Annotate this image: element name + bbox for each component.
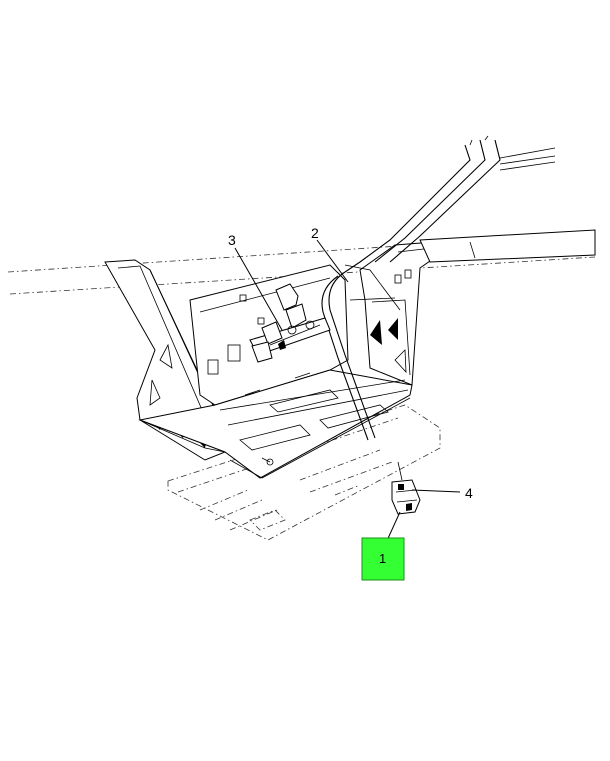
leader-4 [411,489,461,493]
connector [391,461,421,515]
callout-2[interactable]: 2 [311,225,319,241]
floor-plate [167,404,441,541]
terminal-assembly [249,283,331,363]
battery-cable [321,135,596,441]
callout-3[interactable]: 3 [228,232,236,248]
callout-1-highlight[interactable]: 1 [361,537,405,581]
callout-4[interactable]: 4 [465,485,473,501]
highlight-box[interactable] [361,537,405,581]
battery-tray [104,239,462,479]
callout-1[interactable]: 1 [379,551,386,566]
leader-2 [316,239,349,283]
leader-3 [234,247,283,331]
